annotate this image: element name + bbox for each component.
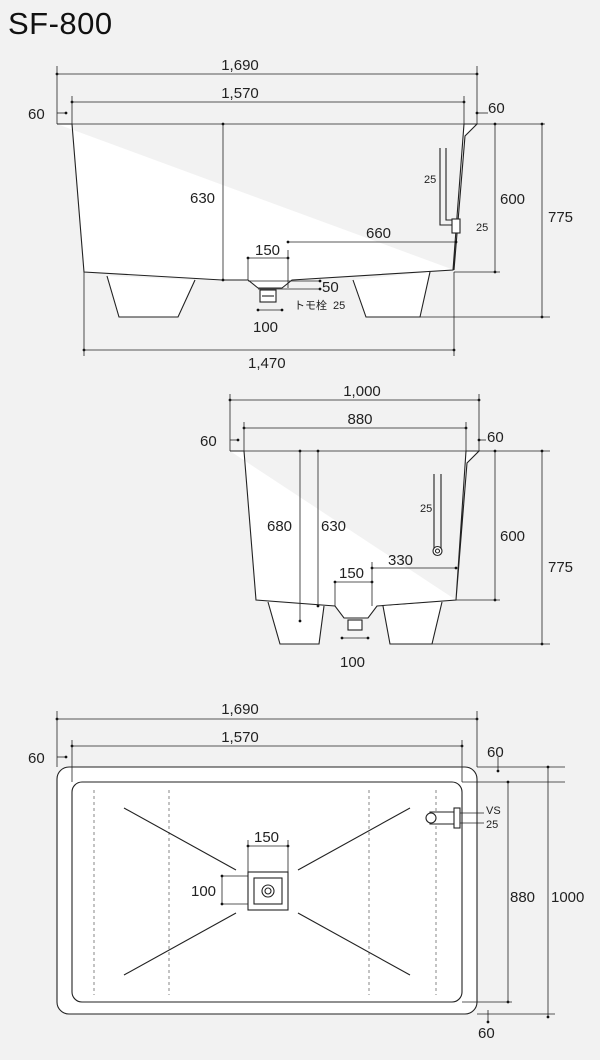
side-rim-right: 60 [488,100,505,117]
end-tub-outline [230,450,481,619]
end-drain-pipe: 100 [340,654,365,671]
plan-drain-height: 100 [191,883,216,900]
end-pipe-end [432,545,443,557]
end-foot-right [382,601,443,645]
side-view: 1,690 1,570 60 60 630 600 775 25 25 660 … [28,57,573,372]
end-depth-b: 630 [321,518,346,535]
side-base-width: 1,470 [248,355,286,372]
side-pipe-top-label: 25 [424,174,436,186]
side-foot-left [106,275,196,318]
end-drain-width: 150 [339,565,364,582]
end-view: 1,000 880 60 60 680 630 25 330 150 600 7… [200,383,573,671]
side-rim-left: 60 [28,106,45,123]
plan-rim-left: 60 [28,750,45,767]
end-depth-right: 600 [500,528,525,545]
end-inner-width: 880 [347,411,372,428]
plan-drain-hole [261,884,275,898]
plan-inner-width: 1,570 [221,729,259,746]
end-pipe-label: 25 [420,503,432,515]
end-depth-a: 680 [267,518,292,535]
end-drain-offset: 330 [388,552,413,569]
side-overall-width: 1,690 [221,57,259,74]
side-foot-right [352,271,431,318]
end-total-height: 775 [548,559,573,576]
plan-overall-depth: 1000 [551,889,584,906]
side-pipe [439,148,456,226]
side-total-height: 775 [548,209,573,226]
side-tub-outline [57,123,479,289]
plan-fitting-top: VS [486,805,501,817]
end-rim-left: 60 [200,433,217,450]
side-pipe-side-label: 25 [476,222,488,234]
side-drain-pipe: 100 [253,319,278,336]
plan-inner-depth: 880 [510,889,535,906]
side-plug-size: 25 [333,300,345,312]
side-basin-depth: 630 [190,190,215,207]
side-inner-width: 1,570 [221,85,259,102]
side-plug-label: トモ栓 [294,298,327,312]
plan-fitting-bottom: 25 [486,819,498,831]
end-drain-fitting [347,619,363,631]
plan-overall-width: 1,690 [221,701,259,718]
side-drain-offset: 660 [366,225,391,242]
side-drain-width: 150 [255,242,280,259]
end-pipe [433,474,442,548]
side-depth-right: 600 [500,191,525,208]
page-title: SF-800 [8,6,113,41]
plan-rim-bottom: 60 [478,1025,495,1042]
side-drain-drop: 50 [322,279,339,296]
plan-drain-width: 150 [254,829,279,846]
end-foot-left [267,601,325,645]
side-pipe-valve [451,218,461,234]
plan-rim-top: 60 [487,744,504,761]
end-rim-right: 60 [487,429,504,446]
end-overall-width: 1,000 [343,383,381,400]
plan-view: 1,690 1,570 60 60 150 100 VS 25 880 1000… [28,701,584,1042]
